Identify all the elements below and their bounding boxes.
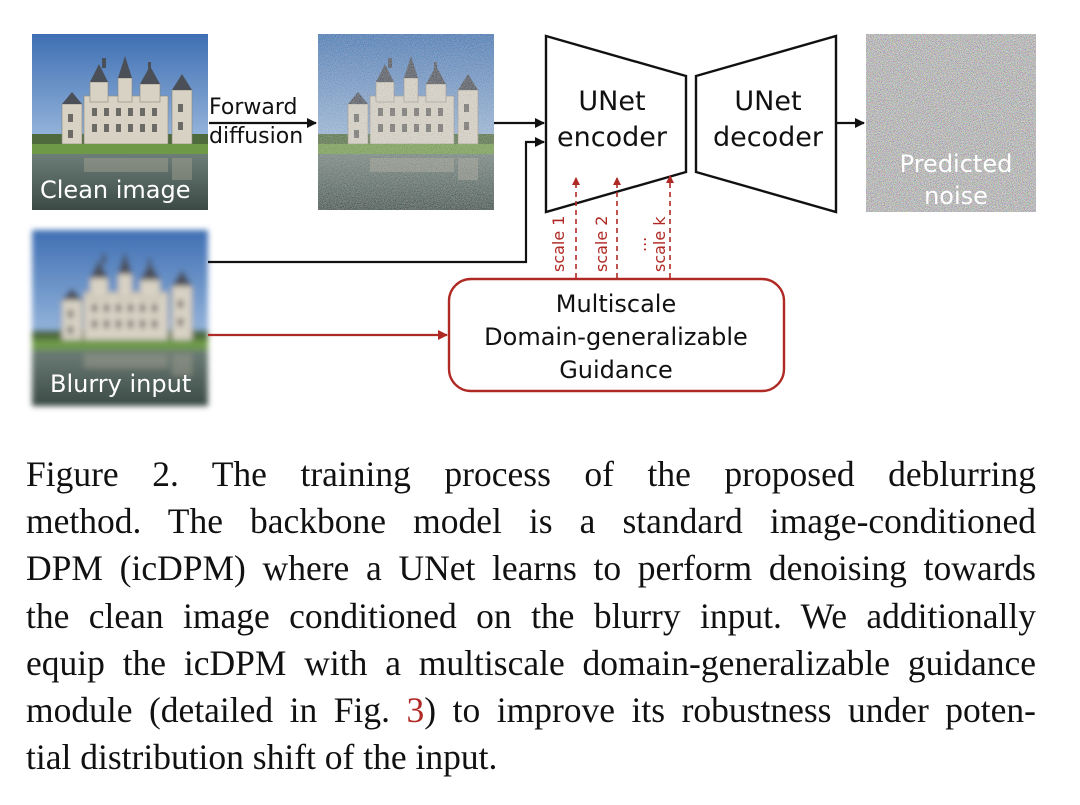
predicted-noise-label-line1: Predicted — [900, 150, 1013, 178]
guidance-label-line1: Multiscale — [556, 290, 677, 318]
forward-diffusion-label-line1: Forward — [209, 95, 297, 120]
decoder-label-line2: decoder — [713, 122, 824, 153]
predicted-noise-image: Predicted noise — [866, 34, 1036, 212]
figure-caption: Figure 2. The training process of the pr… — [26, 451, 1036, 781]
caption-line-4: the clean image conditioned on the blurr… — [26, 595, 1036, 636]
encoder-label-line2: encoder — [557, 122, 668, 153]
encoder-label-line1: UNet — [578, 86, 645, 117]
training-process-diagram: Clean image Forward diffusion Blurry inp… — [32, 34, 1036, 406]
scale-2-label: scale 2 — [592, 216, 611, 273]
clean-image-label: Clean image — [40, 176, 191, 204]
decoder-label-line1: UNet — [734, 86, 801, 117]
scale-arrows — [572, 175, 674, 278]
guidance-module: Multiscale Domain-generalizable Guidance — [447, 277, 786, 393]
clean-image: Clean image — [32, 34, 208, 210]
scale-1-label: scale 1 — [549, 216, 568, 273]
blurry-input-label: Blurry input — [50, 370, 191, 398]
predicted-noise-label-line2: noise — [924, 182, 988, 210]
caption-line-7: tial distribution shift of the input. — [26, 737, 498, 778]
scale-labels: scale 1 scale 2 ... scale k — [549, 216, 669, 273]
caption-line-6-start: module (detailed in Fig. — [26, 690, 407, 731]
unet-encoder: UNet encoder — [544, 34, 688, 214]
caption-line-1: Figure 2. The training process of the pr… — [26, 454, 1036, 494]
scale-ellipsis-label: ... — [631, 237, 650, 252]
guidance-label-line3: Guidance — [559, 356, 673, 384]
caption-line-6-end: ) to improve its robustness under poten- — [424, 690, 1036, 731]
caption-line-3: DPM (icDPM) where a UNet learns to perfo… — [26, 548, 1036, 589]
guidance-label-line2: Domain-generalizable — [484, 323, 748, 351]
figure-3-reference-link[interactable]: 3 — [406, 690, 425, 731]
caption-line-2: method. The backbone model is a standard… — [26, 501, 1036, 542]
blurry-input-image: Blurry input — [32, 230, 208, 406]
scale-k-label: scale k — [650, 216, 669, 272]
blurry-to-encoder-arrow — [208, 137, 545, 264]
caption-line-6: module (detailed in Fig. 3) to improve i… — [26, 687, 1036, 734]
caption-line-5: equip the icDPM with a multiscale domain… — [26, 642, 1036, 683]
forward-diffusion-label-line2: diffusion — [209, 124, 303, 149]
noisy-image — [318, 34, 494, 210]
unet-decoder: UNet decoder — [694, 34, 838, 214]
